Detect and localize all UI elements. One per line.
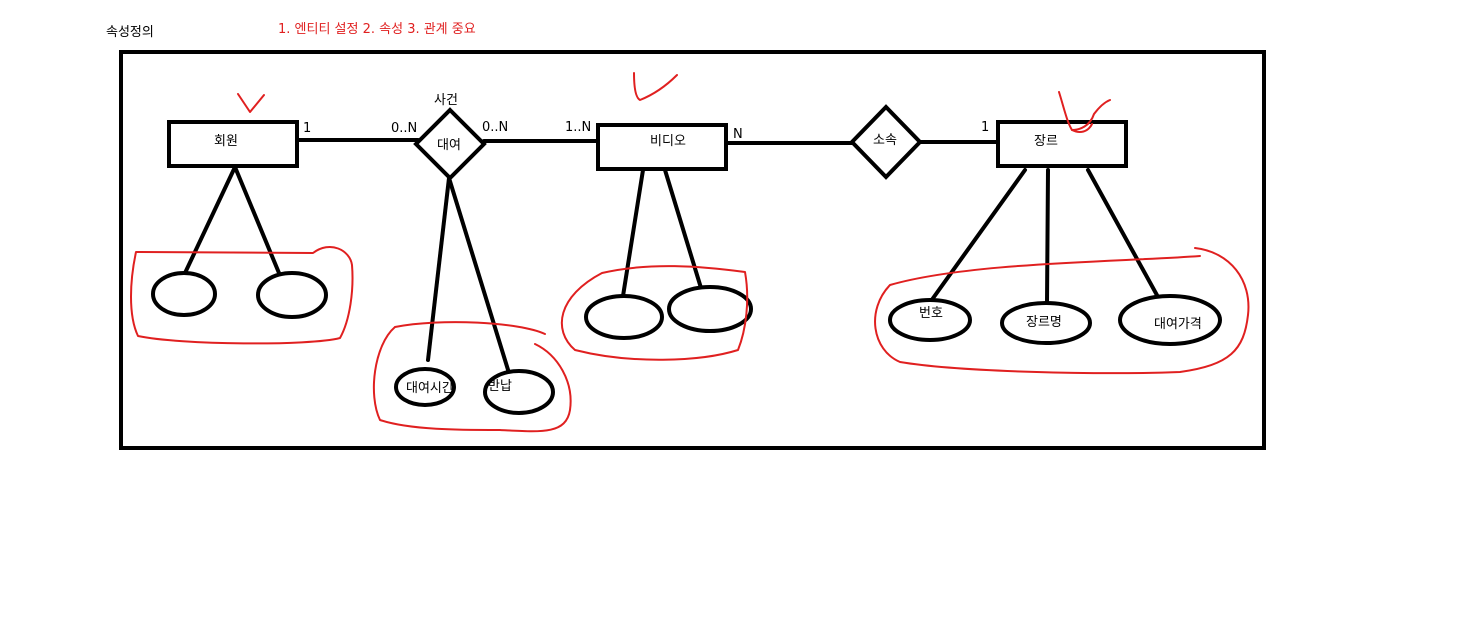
line-member-attr1 [183,165,237,275]
entity-video-label: 비디오 [650,134,686,149]
line-genre-number [929,168,1027,303]
attribute-video-1[interactable] [584,294,664,340]
entity-genre-label: 장르 [1034,134,1058,149]
line-genre-price [1086,168,1160,299]
attribute-genre-name-label: 장르명 [1026,315,1062,330]
attribute-return[interactable]: 반납 [483,369,555,415]
red-check-genre-tail [1071,123,1093,133]
attribute-video-2[interactable] [667,285,753,333]
line-rental-time [426,176,451,362]
cardinality-genre: 1 [981,120,989,135]
attribute-rental-price-label: 대여가격 [1154,317,1202,332]
red-circle-genre [874,247,1250,375]
red-circle-rental [372,321,572,433]
relationship-belongs[interactable]: 소속 [849,104,923,180]
cardinality-video-right: N [733,127,743,142]
attribute-return-label: 반납 [488,379,512,394]
red-check-video [633,72,678,101]
attribute-rental-time-label: 대여시간 [406,381,454,396]
entity-member-label: 회원 [214,134,238,149]
annotation-note: 1. 엔티티 설정 2. 속성 3. 관계 중요 [278,22,476,37]
entity-genre[interactable]: 장르 [996,120,1128,168]
attribute-rental-price[interactable]: 대여가격 [1118,294,1222,346]
relationship-rental-caption: 사건 [434,93,458,108]
red-circle-member [130,246,354,345]
cardinality-rental-left: 0..N [391,121,417,136]
relationship-rental[interactable]: 대여 [413,107,487,181]
page-title: 속성정의 [106,25,154,40]
diagram-frame [119,50,1266,450]
line-video-attr2 [663,168,703,290]
line-genre-name [1045,168,1050,305]
attribute-member-2[interactable] [256,271,328,319]
cardinality-member: 1 [303,121,311,136]
entity-video[interactable]: 비디오 [596,123,728,171]
line-member-attr2 [233,165,281,275]
line-video-attr1 [621,168,645,298]
attribute-genre-number[interactable]: 번호 [888,298,972,342]
red-circle-video [560,265,749,361]
line-rental-return [447,176,511,375]
attribute-genre-number-label: 번호 [919,306,943,321]
red-check-member [237,93,265,113]
attribute-genre-name[interactable]: 장르명 [1000,301,1092,345]
relationship-rental-label: 대여 [437,138,461,153]
attribute-rental-time[interactable]: 대여시간 [394,367,456,407]
red-check-genre [1058,91,1111,131]
cardinality-video-left: 1..N [565,120,591,135]
attribute-member-1[interactable] [151,271,217,317]
cardinality-rental-right: 0..N [482,120,508,135]
entity-member[interactable]: 회원 [167,120,299,168]
relationship-belongs-label: 소속 [873,133,897,148]
